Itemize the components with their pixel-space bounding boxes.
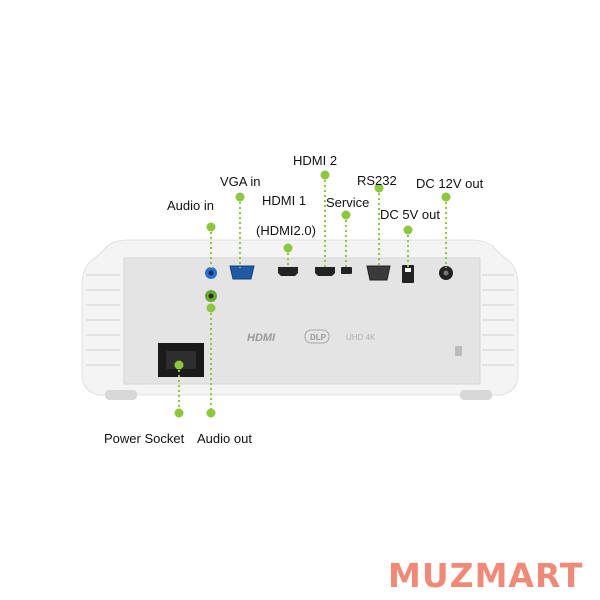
dlp-logo: DLP [310,333,327,342]
dc5v-usb-port [402,265,414,283]
audio-in-label: Audio in [167,198,214,213]
uhd-logo: UHD 4K [346,333,376,342]
service-label: Service [326,195,370,210]
leader-dots [174,170,451,418]
dlp-logo-frame [304,329,330,344]
rs232-port [366,265,391,281]
hdmi1-version-label: (HDMI2.0) [256,223,316,238]
hdmi2-port [315,267,335,276]
audio-out-label: Audio out [197,431,252,446]
vga-port [229,265,255,280]
hdmi2-label: HDMI 2 [293,153,338,168]
hdmi-logo: HDMI [247,332,276,344]
muzmart-watermark: MUZMART [388,556,584,595]
rs232-label: RS232 [357,173,397,188]
left-foot [105,390,137,400]
leader-lines [178,175,447,413]
power-socket-label: Power Socket [104,431,185,446]
service-port [341,267,352,274]
kensington-lock [455,346,462,356]
hdmi1-label: HDMI 1 [262,193,307,208]
right-foot [460,390,492,400]
hdmi1-port [278,267,298,276]
dc12v-label: DC 12V out [416,176,484,191]
dc5v-label: DC 5V out [380,207,440,222]
vga-in-label: VGA in [220,174,261,189]
